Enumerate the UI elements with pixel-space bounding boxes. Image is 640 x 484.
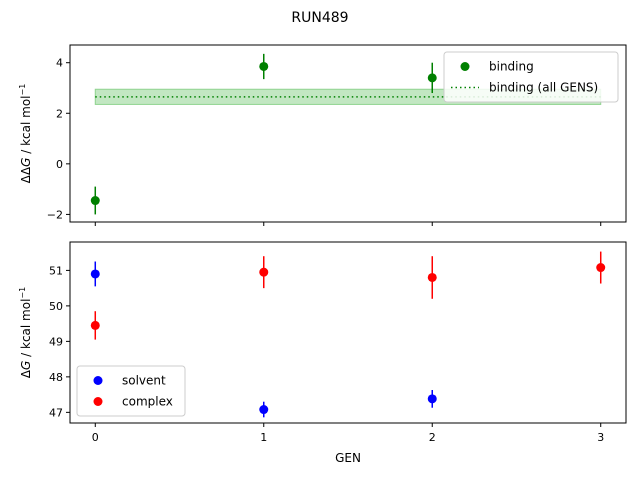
axes-frame bbox=[69, 44, 627, 223]
legend: solvent complex bbox=[76, 365, 186, 417]
legend-label: binding (all GENS) bbox=[489, 81, 598, 95]
data-point bbox=[427, 394, 437, 404]
axes-frame bbox=[69, 241, 627, 424]
y-axis-label: ΔG / kcal mol−1 bbox=[18, 287, 33, 378]
data-point bbox=[259, 405, 269, 415]
data-point bbox=[427, 73, 437, 83]
legend-marker bbox=[93, 376, 103, 385]
y-tick-label: 50 bbox=[49, 300, 63, 313]
data-point bbox=[259, 61, 269, 71]
legend-label: solvent bbox=[122, 374, 166, 388]
y-tick-label: 4 bbox=[56, 57, 63, 70]
data-point bbox=[90, 269, 100, 279]
data-point bbox=[596, 263, 606, 273]
y-tick-label: 51 bbox=[49, 264, 63, 277]
figure-title: RUN489 bbox=[291, 10, 348, 26]
x-axis-label: GEN bbox=[335, 451, 361, 465]
data-point bbox=[90, 196, 100, 206]
legend: binding binding (all GENS) bbox=[443, 51, 619, 103]
legend-marker bbox=[460, 62, 470, 71]
bottom-panel: 47 48 49 50 51 0 1 2 3 ΔG / kcal mol−1 solvent comp… bbox=[18, 241, 627, 444]
legend-marker bbox=[93, 397, 103, 406]
x-tick-label: 1 bbox=[260, 431, 267, 444]
y-tick-label: 48 bbox=[49, 371, 63, 384]
legend-label: complex bbox=[122, 395, 173, 409]
data-point bbox=[427, 272, 437, 282]
legend-box bbox=[443, 51, 619, 103]
x-tick-label: 3 bbox=[597, 431, 604, 444]
y-tick-label: 47 bbox=[49, 406, 63, 419]
y-tick-label: 0 bbox=[56, 158, 63, 171]
y-tick-label: −2 bbox=[47, 208, 63, 221]
data-point bbox=[259, 267, 269, 277]
x-tick-label: 2 bbox=[429, 431, 436, 444]
y-axis-label: ΔΔG / kcal mol−1 bbox=[18, 84, 33, 184]
legend-box bbox=[76, 365, 186, 417]
y-tick-label: 49 bbox=[49, 335, 63, 348]
legend-label: binding bbox=[489, 60, 534, 74]
data-point bbox=[90, 320, 100, 330]
x-tick-label: 0 bbox=[92, 431, 99, 444]
y-tick-label: 2 bbox=[56, 107, 63, 120]
